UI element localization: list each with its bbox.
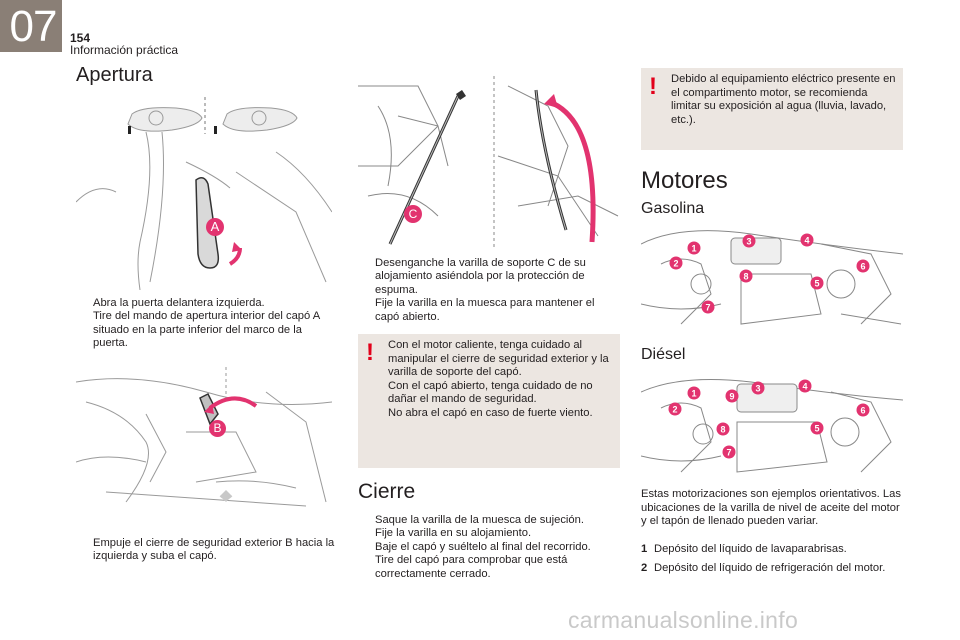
section-title: Información práctica (70, 43, 179, 57)
warning-icon: ! (366, 339, 374, 366)
motores-heading: Motores (641, 167, 728, 194)
prop-rod-steps-list: Desenganche la varilla de soporte C de s… (358, 257, 620, 324)
svg-text:4: 4 (804, 236, 809, 246)
engine-marker-5: 5 (810, 276, 824, 290)
step-text: Fije la varilla en la muesca para manten… (375, 297, 595, 323)
list-item: Tire del capó para comprobar que está co… (358, 554, 620, 581)
svg-text:2: 2 (672, 405, 677, 415)
cierre-heading: Cierre (358, 480, 416, 503)
petrol-engine-illustration (641, 230, 903, 325)
legend-number: 1 (641, 543, 648, 555)
callout-b-marker (209, 420, 226, 437)
step-text: Saque la varilla de la muesca de sujeció… (375, 514, 584, 526)
page-number: 154 (70, 31, 91, 45)
svg-text:1: 1 (691, 244, 696, 254)
engine-marker-5: 5 (810, 421, 824, 435)
petrol-engine-markers: 1 2 3 4 5 6 7 8 (669, 233, 870, 314)
callout-c-marker (404, 205, 422, 223)
chapter-tab (0, 0, 62, 52)
svg-text:5: 5 (814, 424, 819, 434)
diesel-engine-illustration (641, 379, 903, 473)
engine-marker-7: 7 (701, 300, 715, 314)
safety-catch-illustration (76, 367, 332, 507)
engine-marker-6: 6 (856, 259, 870, 273)
list-item: Abra la puerta delantera izquierda. (76, 297, 338, 310)
hot-engine-warning-box: ! Con el motor caliente, tenga cuidado a… (358, 334, 620, 468)
apertura-steps-list: Abra la puerta delantera izquierda. Tire… (76, 297, 338, 351)
engine-marker-1: 1 (687, 386, 701, 400)
svg-text:8: 8 (743, 272, 748, 282)
svg-text:3: 3 (755, 384, 760, 394)
legend-number: 2 (641, 562, 648, 574)
door-lever-illustration (76, 97, 332, 290)
engine-marker-8: 8 (716, 422, 730, 436)
svg-text:6: 6 (860, 262, 865, 272)
svg-text:4: 4 (802, 382, 807, 392)
svg-text:9: 9 (729, 392, 734, 402)
engine-marker-2: 2 (669, 256, 683, 270)
engine-marker-9: 9 (725, 389, 739, 403)
apertura-push-list: Empuje el cierre de seguridad exterior B… (76, 537, 338, 564)
engine-marker-4: 4 (798, 379, 812, 393)
callout-a-marker (206, 218, 224, 236)
warning-text: Debido al equipamiento eléctrico present… (671, 73, 896, 126)
engine-marker-3: 3 (742, 234, 756, 248)
water-exposure-warning-box: ! Debido al equipamiento eléctrico prese… (641, 68, 903, 150)
apertura-heading: Apertura (76, 64, 153, 86)
list-item: Tire del mando de apertura interior del … (76, 310, 338, 350)
svg-text:7: 7 (705, 303, 710, 313)
legend-item: 1 Depósito del líquido de lavaparabrisas. (641, 540, 903, 559)
svg-text:7: 7 (726, 448, 731, 458)
callout-a-label: A (210, 219, 220, 234)
step-text: Fije la varilla en su alojamiento. (375, 527, 532, 540)
chapter-number: 07 (9, 2, 58, 51)
callout-b-label: B (213, 421, 222, 435)
list-item: Fije la varilla en la muesca para manten… (358, 297, 620, 324)
list-item: Saque la varilla de la muesca de sujeció… (358, 514, 620, 527)
engine-marker-8: 8 (739, 269, 753, 283)
engine-marker-6: 6 (856, 403, 870, 417)
svg-text:1: 1 (691, 389, 696, 399)
watermark: carmanualsonline.info (568, 607, 799, 633)
engine-marker-4: 4 (800, 233, 814, 247)
engine-marker-2: 2 (668, 402, 682, 416)
step-text: Baje el capó y suéltelo al final del rec… (375, 540, 591, 553)
callout-c-label: C (408, 207, 418, 221)
diesel-heading: Diésel (641, 346, 686, 363)
legend-text: Depósito del líquido de lavaparabrisas. (654, 543, 847, 555)
step-text: Empuje el cierre de seguridad exterior B… (93, 537, 335, 563)
warning-icon: ! (649, 73, 657, 100)
list-item: Desenganche la varilla de soporte C de s… (358, 257, 620, 297)
legend-item: 2 Depósito del líquido de refrigeración d… (641, 559, 903, 578)
diesel-engine-markers: 1 2 3 4 5 6 7 8 9 (668, 379, 870, 459)
svg-text:3: 3 (746, 237, 751, 247)
svg-text:8: 8 (720, 425, 725, 435)
list-item: Empuje el cierre de seguridad exterior B… (76, 537, 338, 564)
list-item: Baje el capó y suéltelo al final del rec… (358, 541, 620, 554)
step-text: Abra la puerta delantera izquierda. (93, 297, 265, 309)
engine-note: Estas motorizaciones son ejemplos orient… (641, 488, 901, 528)
step-text: Tire del mando de apertura interior del … (93, 310, 320, 350)
list-item: Fije la varilla en su alojamiento. (358, 527, 620, 540)
svg-text:6: 6 (860, 406, 865, 416)
cierre-steps-list: Saque la varilla de la muesca de sujeció… (358, 514, 620, 581)
engine-marker-7: 7 (722, 445, 736, 459)
gasolina-heading: Gasolina (641, 200, 705, 217)
step-text: Tire del capó para comprobar que está co… (375, 554, 568, 580)
warning-text: Con el motor caliente, tenga cuidado al … (388, 339, 609, 419)
engine-legend: 1 Depósito del líquido de lavaparabrisas.… (641, 540, 903, 578)
engine-marker-1: 1 (687, 241, 701, 255)
engine-marker-3: 3 (751, 381, 765, 395)
step-text: Desenganche la varilla de soporte C de s… (375, 257, 586, 296)
svg-text:2: 2 (673, 259, 678, 269)
prop-rod-illustration (358, 76, 619, 248)
legend-text: Depósito del líquido de refrigeración de… (654, 562, 886, 574)
svg-text:5: 5 (814, 279, 819, 289)
